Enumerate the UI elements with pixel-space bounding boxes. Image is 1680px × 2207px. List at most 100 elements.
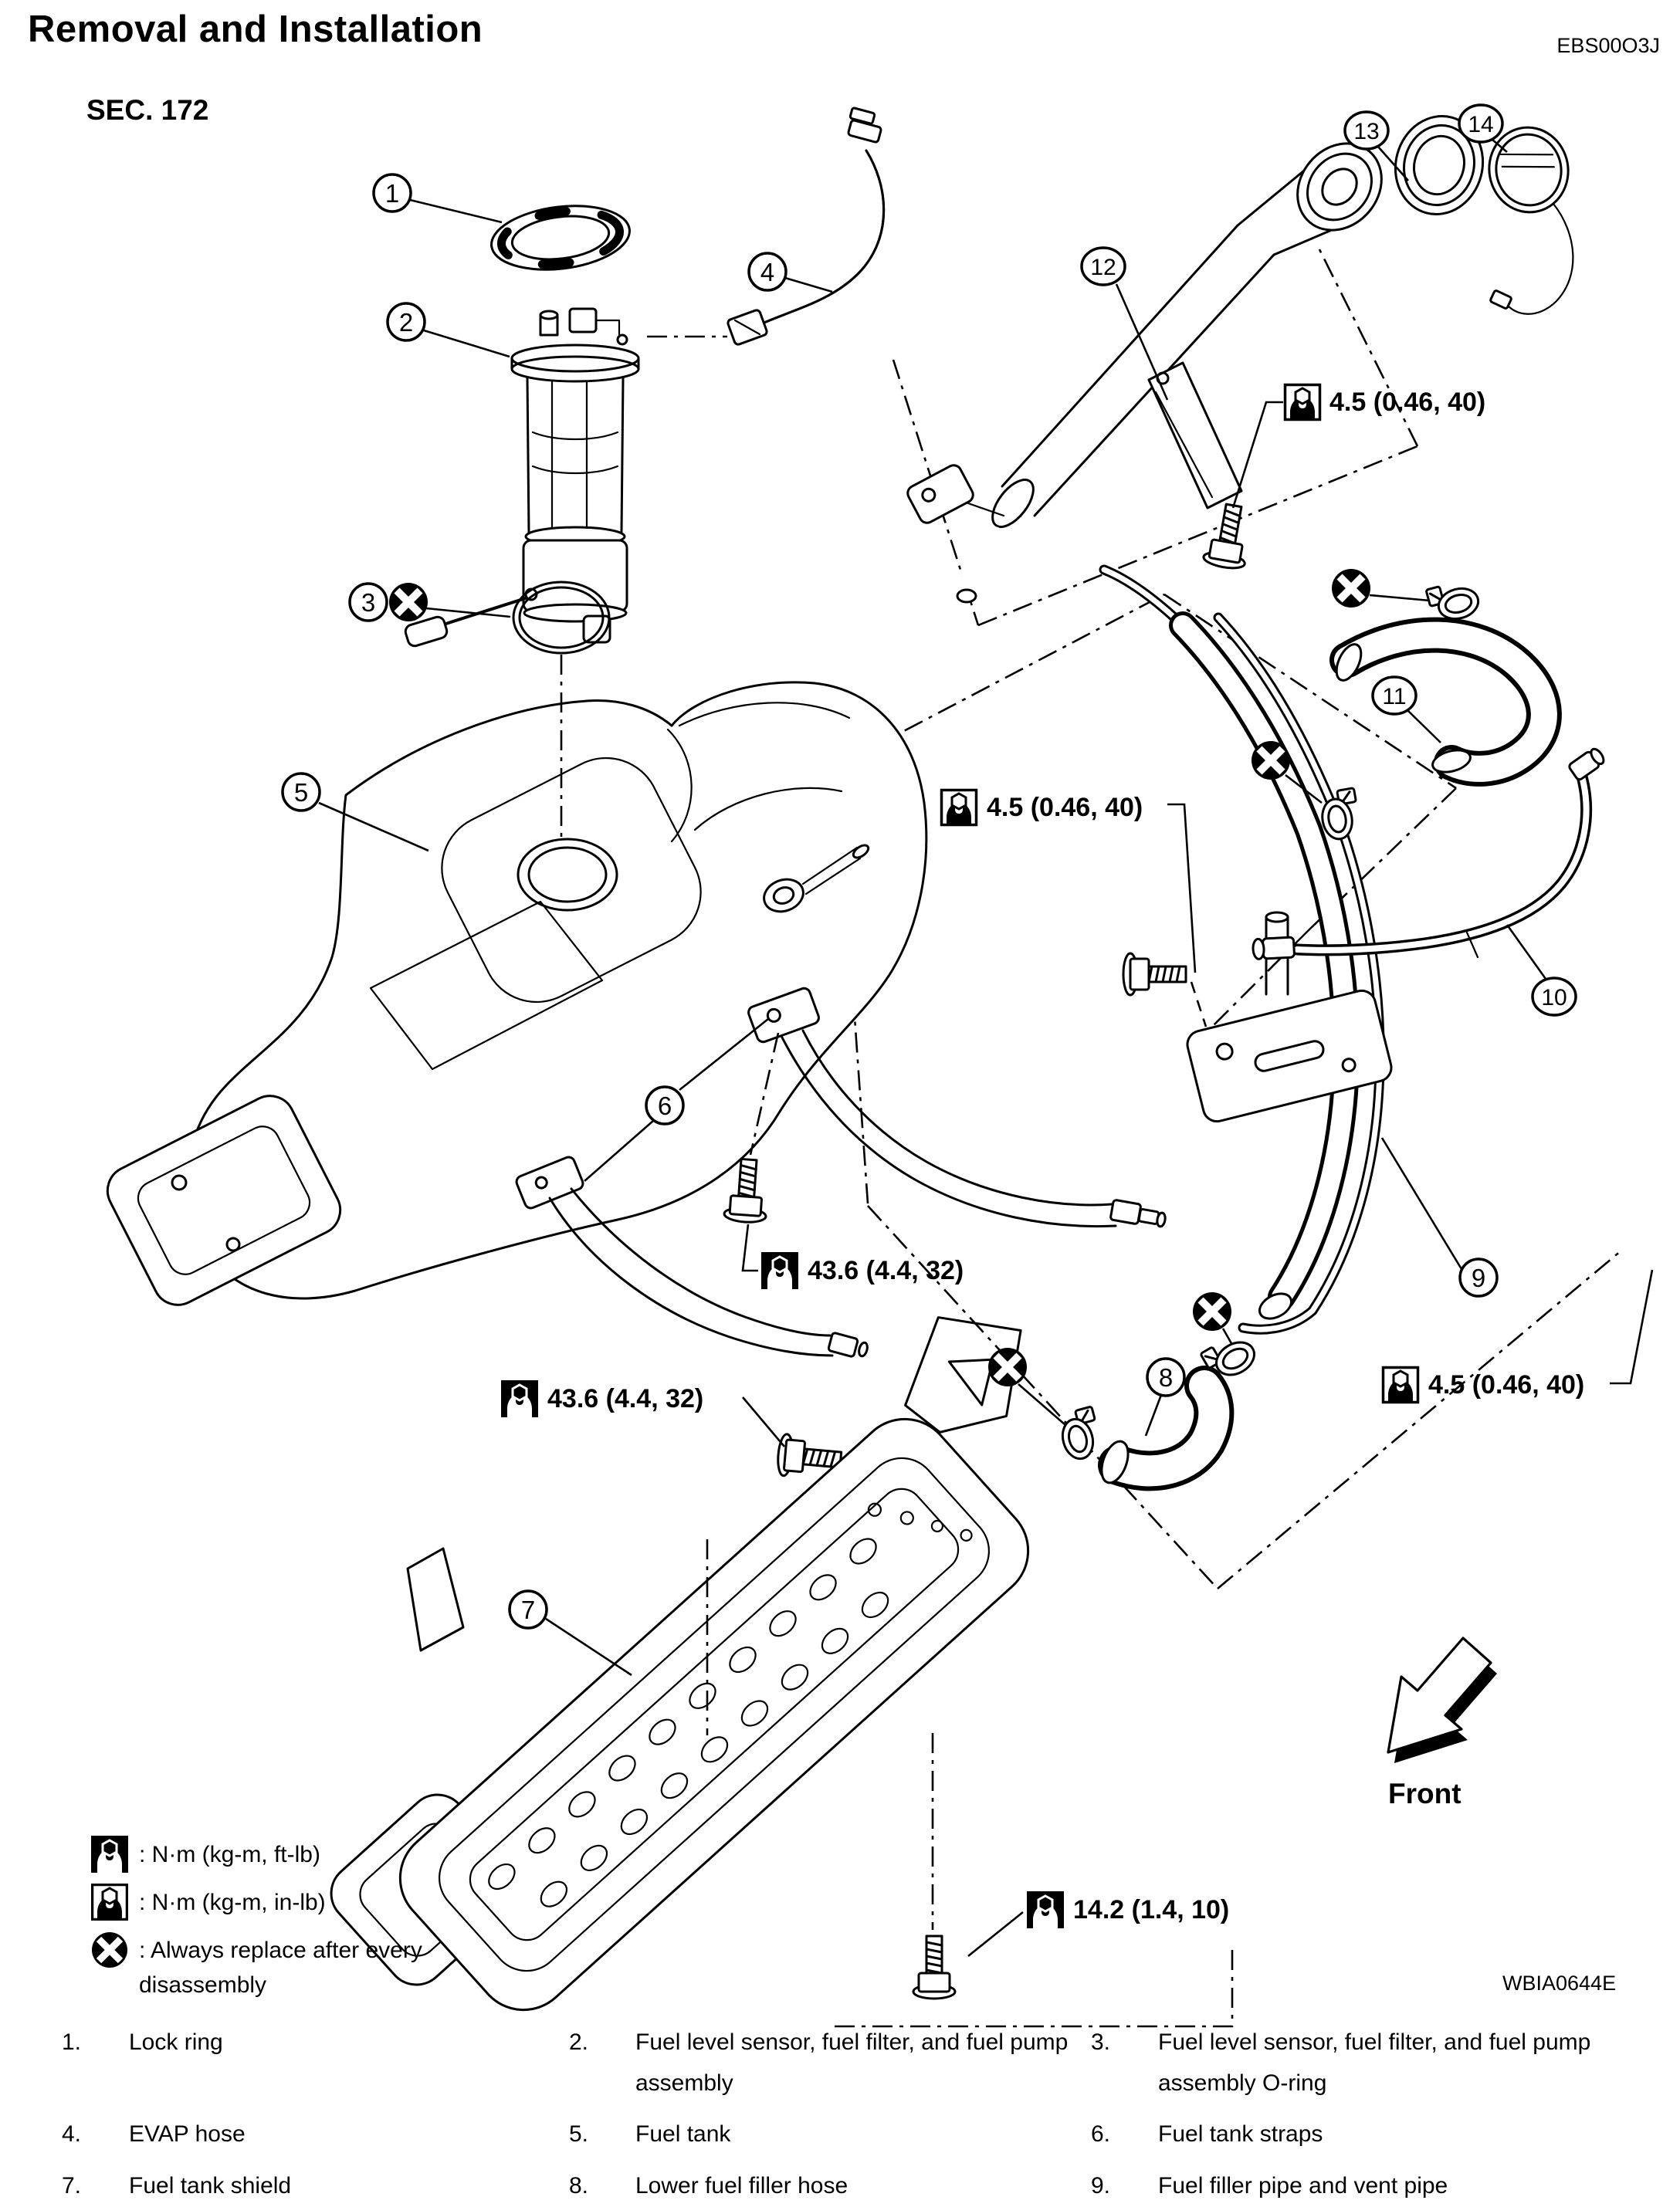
replace-icon: [92, 1932, 127, 1968]
ftlb-torque-icon: [500, 1379, 540, 1419]
part-name: Fuel tank straps: [1158, 2121, 1323, 2147]
callout-13: 13: [1343, 110, 1390, 151]
callout-5: 5: [281, 772, 321, 812]
doc-code: EBS00O3J: [1556, 34, 1660, 57]
legend-label: : N·m (kg-m, in-lb): [139, 1890, 326, 1915]
svg-text:3: 3: [361, 588, 375, 617]
callout-12: 12: [1080, 246, 1126, 286]
torque-label-t6: 14.2 (1.4, 10): [1025, 1890, 1229, 1930]
svg-text:12: 12: [1090, 255, 1116, 280]
part-name: Fuel level sensor, fuel filter, and fuel…: [635, 2029, 1069, 2096]
part-lock-ring: [490, 205, 631, 271]
callout-8: 8: [1146, 1357, 1186, 1397]
section-label: SEC. 172: [86, 94, 209, 126]
legend-row-inlb: : N·m (kg-m, in-lb): [91, 1884, 448, 1921]
inlb-torque-icon: [1283, 383, 1322, 421]
svg-text:2: 2: [399, 308, 413, 337]
part-lower-filler-hose: [1055, 1329, 1262, 1491]
part-name: Lower fuel filler hose: [635, 2172, 848, 2199]
replace-icon: [988, 1348, 1027, 1386]
callout-leaders: [318, 139, 1547, 1677]
callout-4: 4: [747, 252, 788, 292]
svg-text:9: 9: [1472, 1264, 1485, 1292]
legend-row-replace: : Always replace after every disassembly: [91, 1931, 448, 2002]
torque-label-t3: 43.6 (4.4, 32): [760, 1251, 964, 1291]
part-number: 5.: [569, 2121, 589, 2147]
part-number: 9.: [1091, 2172, 1111, 2199]
svg-text:4.5 (0.46, 40): 4.5 (0.46, 40): [987, 793, 1143, 822]
svg-text:14: 14: [1468, 112, 1493, 137]
part-name: Fuel filler pipe and vent pipe: [1158, 2172, 1448, 2199]
front-arrow-icon: [1387, 1637, 1497, 1763]
replace-icon: [1332, 569, 1370, 608]
part-name: Fuel tank: [635, 2121, 731, 2147]
torque-label-t5: 4.5 (0.46, 40): [1381, 1366, 1584, 1404]
svg-text:4.5 (0.46, 40): 4.5 (0.46, 40): [1329, 388, 1485, 417]
svg-text:4: 4: [760, 258, 774, 286]
callout-9: 9: [1458, 1258, 1499, 1298]
svg-text:14.2 (1.4, 10): 14.2 (1.4, 10): [1073, 1895, 1229, 1924]
legend-label: : N·m (kg-m, ft-lb): [139, 1842, 320, 1867]
svg-text:7: 7: [521, 1596, 535, 1624]
legend: : N·m (kg-m, ft-lb) : N·m (kg-m, in-lb) …: [91, 1836, 448, 2013]
replace-icon: [1252, 741, 1290, 780]
legend-row-ftlb: : N·m (kg-m, ft-lb): [91, 1836, 448, 1873]
callout-1: 1: [372, 173, 412, 213]
part-name: EVAP hose: [129, 2121, 246, 2147]
part-number: 3.: [1091, 2029, 1111, 2055]
svg-text:6: 6: [658, 1092, 672, 1120]
part-number: 4.: [62, 2121, 82, 2147]
part-vent-hose: [1252, 747, 1605, 960]
svg-text:10: 10: [1541, 985, 1567, 1010]
part-fuel-tank: [106, 681, 928, 1306]
svg-text:8: 8: [1159, 1363, 1173, 1392]
part-number: 1.: [62, 2029, 82, 2055]
callout-7: 7: [508, 1589, 548, 1630]
replace-icon: [389, 583, 428, 621]
torque-label-t4: 43.6 (4.4, 32): [500, 1379, 703, 1419]
parts-list: 1. Lock ring 2. Fuel level sensor, fuel …: [62, 2023, 1652, 2206]
part-filler-neck-seal: [1394, 115, 1485, 215]
torque-label-t2: 4.5 (0.46, 40): [940, 788, 1143, 827]
inlb-torque-icon: [91, 1884, 128, 1921]
callout-2: 2: [386, 302, 426, 342]
part-oring: [512, 581, 611, 655]
svg-text:11: 11: [1382, 684, 1406, 709]
part-fuel-tank-straps: [515, 987, 1167, 1482]
svg-text:1: 1: [385, 179, 399, 208]
torque-labels: 4.5 (0.46, 40) 4.5 (0.46, 40) 43.6 (4.4,…: [500, 383, 1654, 1958]
part-name: Fuel level sensor, fuel filter, and fuel…: [1158, 2029, 1591, 2096]
part-number: 6.: [1091, 2121, 1111, 2147]
inlb-torque-icon: [1381, 1366, 1420, 1404]
part-name: Lock ring: [129, 2029, 223, 2055]
part-fuel-filler-cap: [1488, 126, 1574, 315]
part-number: 2.: [569, 2029, 589, 2055]
part-fuel-tank-shield: [330, 1316, 1030, 2012]
figure-id: WBIA0644E: [1502, 1972, 1616, 1995]
callout-11: 11: [1371, 675, 1418, 716]
part-number: 7.: [62, 2172, 82, 2199]
callouts: 1 2 3 4 5 6 7 8 9 10 11 12 13 14: [281, 103, 1577, 1630]
callout-14: 14: [1458, 103, 1504, 144]
svg-text:4.5 (0.46, 40): 4.5 (0.46, 40): [1428, 1370, 1584, 1400]
torque-label-t1: 4.5 (0.46, 40): [1283, 383, 1485, 421]
svg-text:43.6 (4.4, 32): 43.6 (4.4, 32): [808, 1256, 964, 1285]
construction-lines-over: [706, 1205, 1622, 2028]
part-number: 8.: [569, 2172, 589, 2199]
part-evap-hose: [727, 107, 886, 346]
ftlb-torque-icon: [1025, 1890, 1065, 1930]
part-connector-hose: [1316, 576, 1562, 843]
callout-6: 6: [645, 1085, 685, 1126]
page-title: Removal and Installation: [28, 8, 483, 50]
part-name: Fuel tank shield: [129, 2172, 292, 2199]
part-filler-pipe-upper: [906, 142, 1383, 604]
replace-icon: [1193, 1292, 1231, 1331]
svg-text:13: 13: [1353, 119, 1379, 144]
ftlb-torque-icon: [760, 1251, 800, 1291]
inlb-torque-icon: [940, 788, 978, 827]
ftlb-torque-icon: [91, 1836, 128, 1873]
callout-3: 3: [348, 582, 388, 622]
callout-10: 10: [1531, 977, 1577, 1017]
